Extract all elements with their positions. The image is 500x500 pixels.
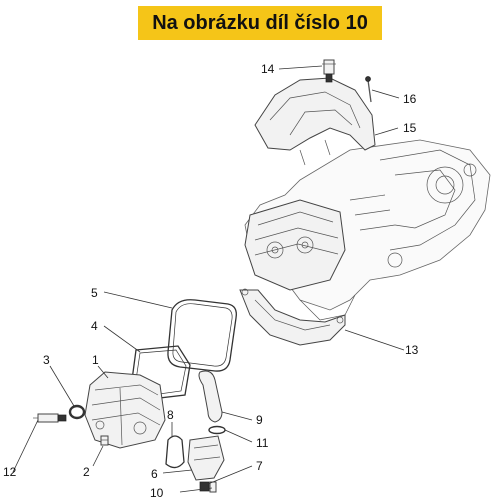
leader-5: [103, 291, 173, 309]
leader-2: [92, 445, 104, 467]
callout-3: 3: [43, 353, 50, 367]
part-13-lower-shroud: [239, 288, 346, 346]
leader-11: [224, 429, 253, 443]
part-1-valve-cover: [84, 371, 166, 449]
title-banner: Na obrázku díl číslo 10: [138, 6, 382, 40]
part-2-bolt: [100, 435, 109, 446]
leader-12: [12, 419, 39, 473]
part-15-cover: [254, 77, 376, 166]
callout-1: 1: [92, 353, 99, 367]
leader-3: [49, 365, 75, 407]
part-7-drain-fitting: [199, 481, 210, 492]
callout-labels: 1 2 3 4 5 6 7 8 9 10 11 12 13 14 15 16: [3, 62, 419, 500]
callout-12: 12: [3, 465, 17, 479]
callout-10: 10: [150, 486, 164, 500]
callout-7: 7: [256, 459, 263, 473]
leader-13: [344, 329, 405, 351]
callout-6: 6: [151, 467, 158, 481]
part-8-gasket: [165, 435, 185, 469]
callout-15: 15: [403, 121, 417, 135]
callout-2: 2: [83, 465, 90, 479]
engine-cylinder-head: [244, 199, 346, 291]
callout-13: 13: [405, 343, 419, 357]
leader-7: [207, 465, 253, 485]
callout-16: 16: [403, 92, 417, 106]
leader-6: [162, 469, 193, 474]
part-16-screw: [365, 76, 372, 103]
leader-15: [374, 127, 399, 136]
callout-14: 14: [261, 62, 275, 76]
part-5-gasket: [167, 299, 237, 372]
part-14-sensor: [322, 59, 336, 83]
part-9-hose: [198, 370, 223, 423]
leader-4: [103, 325, 141, 353]
leader-16: [371, 89, 400, 99]
callout-5: 5: [91, 286, 98, 300]
callout-4: 4: [91, 319, 98, 333]
part-10-drain-clamp: [209, 481, 217, 493]
leader-9: [221, 411, 253, 421]
part-12-spark-plug: [33, 413, 67, 423]
part-11-clamp: [208, 425, 226, 435]
leader-lines: [12, 65, 405, 493]
leader-10: [179, 487, 213, 493]
callout-11: 11: [256, 436, 269, 450]
banner-title: Na obrázku díl číslo 10: [152, 11, 368, 34]
part-3-seal: [68, 404, 86, 420]
callout-8: 8: [167, 408, 174, 422]
part-6-breather-box: [187, 435, 225, 481]
leader-1: [97, 365, 109, 379]
callout-9: 9: [256, 413, 263, 427]
leader-14: [278, 65, 323, 70]
